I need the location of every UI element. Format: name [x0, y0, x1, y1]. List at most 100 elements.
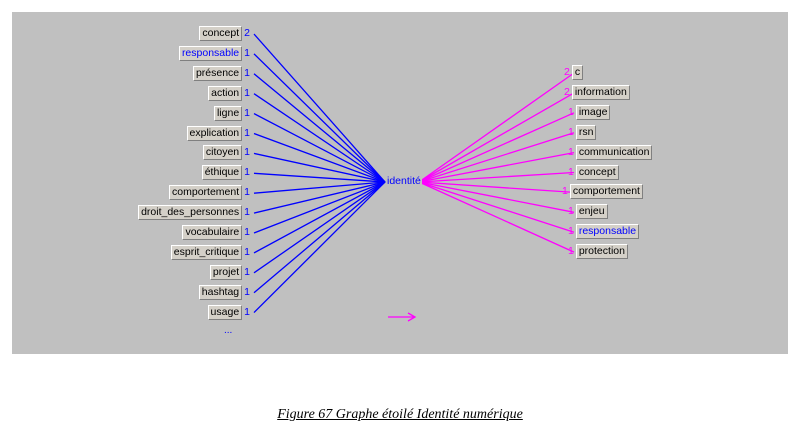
- node-count: 1: [244, 305, 250, 318]
- node-label: ligne: [213, 105, 243, 121]
- node-label: action: [208, 85, 243, 101]
- node-count: 1: [568, 105, 574, 118]
- node-count: 1: [244, 285, 250, 298]
- graph-edge: [418, 112, 575, 183]
- graph-edge: [253, 181, 386, 214]
- node-count: 1: [568, 165, 574, 178]
- graph-edge: [418, 92, 575, 183]
- node-label: droit_des_personnes: [138, 205, 243, 221]
- node-count: 1: [244, 146, 250, 159]
- node-count: 1: [568, 205, 574, 218]
- graph-edge: [253, 152, 386, 183]
- node-count: 1: [244, 46, 250, 59]
- node-label: responsable: [178, 45, 243, 61]
- node-label: citoyen: [202, 145, 243, 161]
- graph-edge: [253, 33, 386, 183]
- node-count: 1: [568, 125, 574, 138]
- graph-edge: [253, 181, 386, 234]
- graph-edge: [253, 73, 386, 183]
- node-label: projet: [209, 264, 243, 280]
- center-node[interactable]: identité: [386, 175, 422, 188]
- node-label: communication: [575, 144, 653, 160]
- graph-edges: [253, 33, 575, 322]
- graph-edge: [253, 181, 386, 254]
- graph-edge: [418, 151, 575, 183]
- node-label: concept: [575, 164, 619, 180]
- graph-edge: [253, 181, 386, 194]
- node-count: 2: [244, 27, 250, 39]
- figure-caption: Figure 67 Graphe étoilé Identité numériq…: [277, 407, 523, 422]
- graph-edge: [418, 72, 575, 183]
- graph-edge: [418, 181, 575, 253]
- node-count: 1: [244, 66, 250, 79]
- graph-edge: [253, 53, 386, 183]
- node-count: 1: [568, 245, 574, 258]
- graph-edge: [253, 181, 386, 314]
- node-label: explication: [186, 125, 243, 141]
- node-count: 1: [244, 126, 250, 139]
- node-label: c: [571, 65, 584, 80]
- node-count: 2: [564, 85, 570, 98]
- node-count: 1: [244, 226, 250, 238]
- graph-edge: [418, 132, 575, 183]
- node-label: éthique: [201, 165, 243, 181]
- node-label: comportement: [169, 185, 243, 201]
- node-count: 1: [568, 145, 574, 158]
- more-indicator: ...: [224, 324, 233, 336]
- node-label: concept: [199, 26, 243, 41]
- graph-edge: [418, 181, 575, 194]
- node-count: 1: [244, 166, 250, 179]
- node-count: 1: [568, 225, 574, 238]
- node-label: présence: [192, 65, 243, 81]
- node-count: 1: [244, 206, 250, 219]
- node-label: responsable: [575, 224, 640, 240]
- arrow-head-icon: [407, 312, 417, 322]
- graph-edge: [253, 93, 386, 183]
- graph-edge: [418, 181, 575, 233]
- node-label: rsn: [575, 124, 597, 140]
- node-count: 1: [244, 265, 250, 278]
- node-label: comportement: [569, 184, 643, 200]
- node-count: 1: [244, 86, 250, 99]
- graph-edge: [253, 181, 386, 294]
- node-label: vocabulaire: [182, 225, 243, 240]
- graph-edge: [253, 172, 386, 183]
- graph-edge: [253, 113, 386, 183]
- graph-edge: [253, 181, 386, 274]
- graph-edge: [253, 132, 386, 183]
- node-label: image: [575, 104, 611, 120]
- node-label: esprit_critique: [170, 244, 243, 260]
- node-count: 1: [562, 185, 568, 198]
- node-count: 1: [244, 186, 250, 199]
- graph-edge: [418, 181, 575, 213]
- node-count: 1: [244, 106, 250, 119]
- node-label: information: [571, 84, 630, 100]
- node-count: 1: [244, 245, 250, 258]
